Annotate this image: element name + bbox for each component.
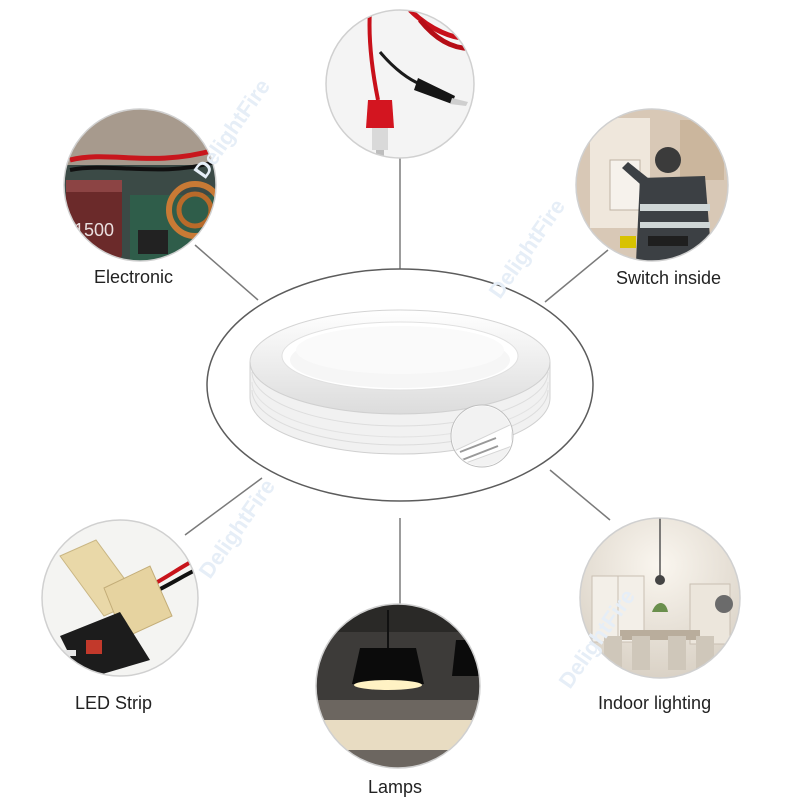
- connector-led: [184, 477, 263, 536]
- electrician-switch-photo: [575, 108, 729, 262]
- connector-lines: [184, 158, 611, 604]
- label-indoor-lighting: Indoor lighting: [598, 693, 712, 713]
- label-led-strip: LED Strip: [75, 693, 153, 713]
- label-lamps: Lamps: [368, 777, 423, 797]
- label-switch-inside: Switch inside: [616, 268, 722, 288]
- watermark-text: DelightFire: [194, 474, 280, 582]
- electronic-circuit-board-photo: 1500: [63, 108, 217, 262]
- indoor-dining-room-photo: [579, 517, 741, 679]
- label-electronic: Electronic: [94, 267, 174, 287]
- watermark-text: DelightFire: [189, 74, 275, 182]
- pendant-lamps-photo: [315, 603, 481, 769]
- white-wire-coil-photo: [206, 268, 594, 502]
- svg-text:1500: 1500: [74, 220, 114, 240]
- connector-electronic: [194, 244, 259, 301]
- led-strip-connector-photo: [41, 519, 199, 677]
- watermark-text: DelightFire: [484, 194, 570, 302]
- connector-switch: [544, 249, 609, 303]
- connector-indoor: [549, 469, 611, 521]
- alligator-clip-wire-photo: [325, 9, 475, 159]
- wire-end-inset: [450, 404, 514, 468]
